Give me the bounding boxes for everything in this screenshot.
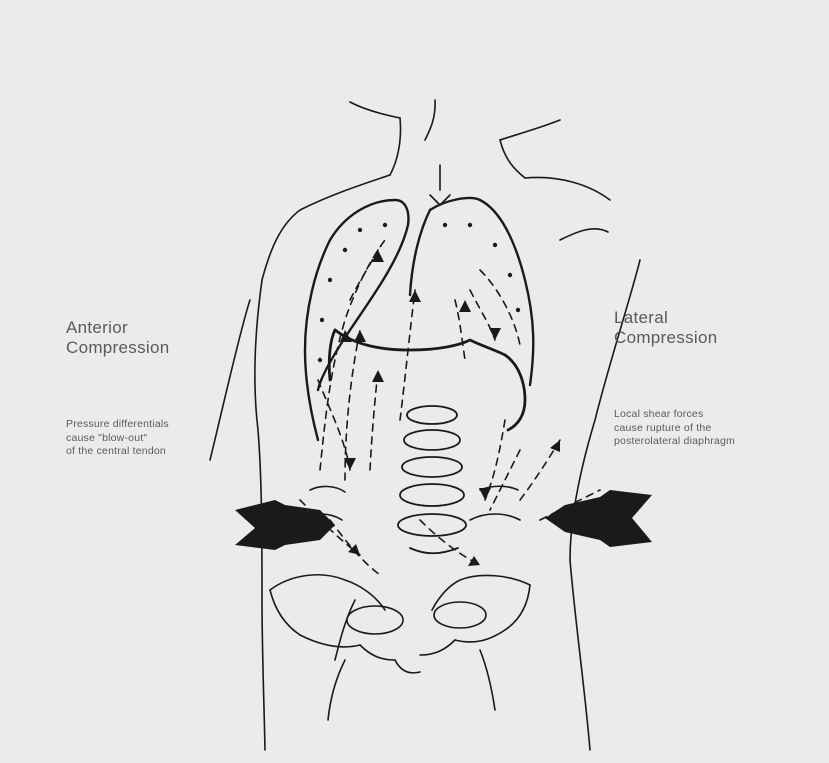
- anterior-title-line-1: Anterior: [66, 318, 169, 338]
- lateral-title-line-1: Lateral: [614, 308, 717, 328]
- anterior-compression-note: Pressure differentials cause "blow-out" …: [66, 418, 169, 459]
- lateral-note-line-3: posterolateral diaphragm: [614, 435, 735, 449]
- anterior-note-line-3: of the central tendon: [66, 445, 169, 459]
- lateral-title-line-2: Compression: [614, 328, 717, 348]
- anterior-note-line-2: cause "blow-out": [66, 432, 169, 446]
- lateral-note-line-1: Local shear forces: [614, 408, 735, 422]
- anterior-compression-title: Anterior Compression: [66, 318, 169, 358]
- anterior-title-line-2: Compression: [66, 338, 169, 358]
- lateral-note-line-2: cause rupture of the: [614, 422, 735, 436]
- lateral-compression-title: Lateral Compression: [614, 308, 717, 348]
- anterior-note-line-1: Pressure differentials: [66, 418, 169, 432]
- lateral-compression-note: Local shear forces cause rupture of the …: [614, 408, 735, 449]
